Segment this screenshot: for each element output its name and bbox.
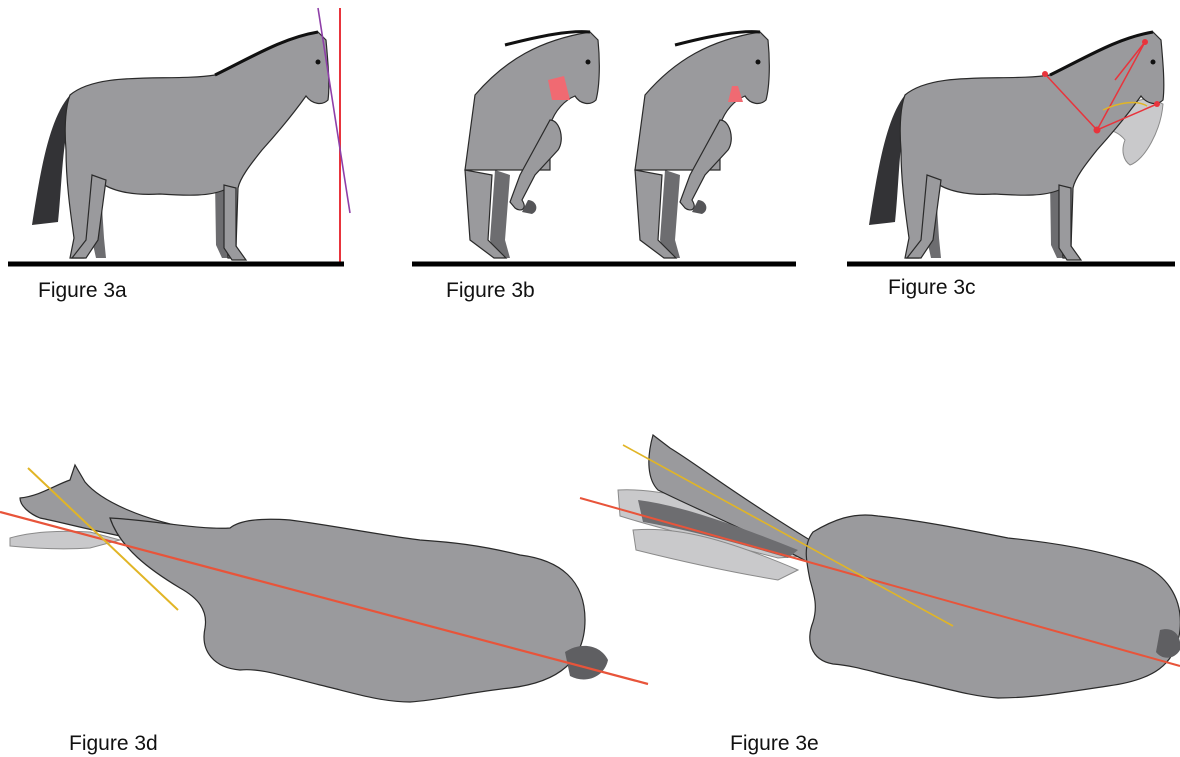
face-angle-line: [318, 8, 350, 213]
horse-body-top-view: [110, 518, 585, 702]
horse-eye: [316, 60, 321, 65]
figure-3c: Figure 3c: [845, 0, 1180, 310]
figure-caption: Figure 3e: [730, 732, 819, 756]
figure-3b: Figure 3b: [410, 0, 800, 310]
horse-body: [65, 32, 329, 258]
half-horse-right: [635, 32, 769, 258]
figure-3a-drawing: [0, 0, 360, 270]
near-fore-leg: [224, 185, 246, 260]
figure-3e: Figure 3e: [578, 430, 1180, 757]
figure-caption: Figure 3a: [38, 279, 127, 303]
figure-3b-drawing: [410, 0, 800, 270]
figure-3d: Figure 3d: [0, 430, 660, 757]
figure-caption: Figure 3d: [69, 732, 158, 756]
half-horse-left: [465, 32, 599, 258]
figure-3e-drawing: [578, 430, 1180, 730]
figure-3c-drawing: [845, 0, 1180, 270]
figure-3d-drawing: [0, 430, 660, 730]
figure-caption: Figure 3b: [446, 279, 535, 303]
figure-3a: Figure 3a: [0, 0, 360, 310]
figure-caption: Figure 3c: [888, 276, 976, 300]
